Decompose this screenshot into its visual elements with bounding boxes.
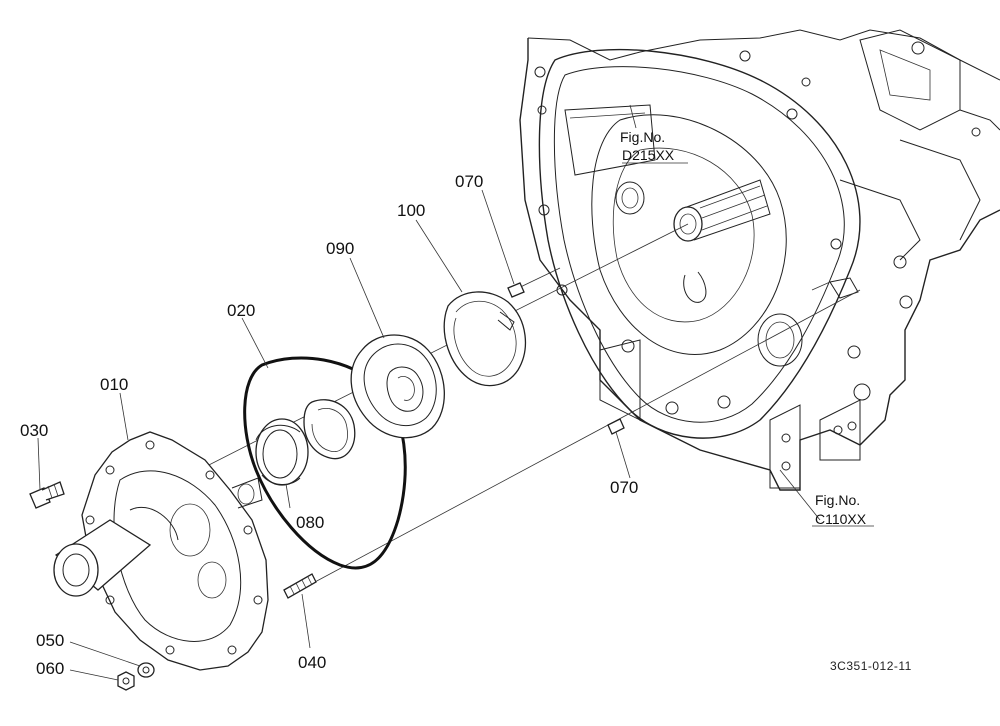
part-050-washer [137,662,155,678]
label-040: 040 [298,653,326,672]
splined-shaft [673,179,771,242]
part-040-stud-bolt [283,573,317,599]
label-100: 100 [397,201,425,220]
label-010: 010 [100,375,128,394]
label-030: 030 [20,421,48,440]
drawing-code: 3C351-012-11 [830,659,912,673]
label-020: 020 [227,301,255,320]
callout-labels: 010 020 030 040 050 060 070 070 080 090 … [20,172,638,678]
fig-ref-shaft: Fig.No. D215XX [620,129,688,164]
part-070-dowel-pin-upper [507,282,525,298]
part-080-oil-seal [255,418,309,486]
label-070-upper: 070 [455,172,483,191]
part-010-front-cover [53,431,269,671]
inner-snap-ring [303,399,356,460]
part-030-bolt [29,481,65,509]
part-070-dowel-pin-lower [607,418,625,435]
part-100-snap-ring [443,291,527,387]
fig-ref-housing-number: C110XX [815,511,867,527]
label-060: 060 [36,659,64,678]
fig-ref-shaft-number: D215XX [622,147,675,163]
label-050: 050 [36,631,64,650]
transmission-housing [519,29,1000,491]
part-090-ball-bearing [350,334,445,439]
label-070-lower: 070 [610,478,638,497]
label-090: 090 [326,239,354,258]
fig-ref-housing: Fig.No. C110XX [812,492,874,527]
fig-ref-housing-label: Fig.No. [815,492,860,508]
label-080: 080 [296,513,324,532]
part-060-nut [117,671,135,691]
leader-lines [37,104,821,681]
fig-ref-shaft-label: Fig.No. [620,129,665,145]
